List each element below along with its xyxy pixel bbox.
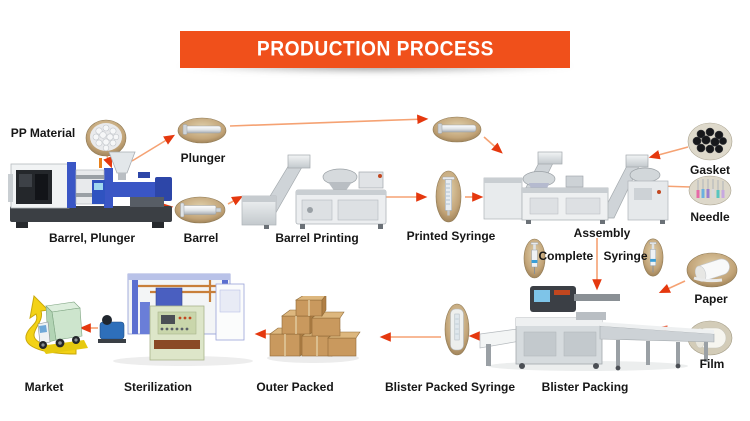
complete-syringe-oval-right bbox=[642, 236, 664, 279]
label-plunger: Plunger bbox=[180, 151, 226, 165]
outer-packed-boxes bbox=[262, 296, 364, 364]
plunger-oval-right bbox=[432, 116, 482, 143]
needle-oval bbox=[688, 175, 732, 206]
barrel-icon bbox=[174, 196, 226, 224]
blister-packed-syringe-oval bbox=[444, 303, 470, 356]
paper-oval bbox=[686, 252, 738, 288]
plunger-icon bbox=[432, 116, 482, 143]
gasket-oval bbox=[687, 122, 733, 161]
barrel-printing-machine-illustration bbox=[241, 154, 387, 229]
assembly-machine-illustration bbox=[483, 151, 669, 224]
pp-material-oval bbox=[85, 119, 127, 157]
label-sterilization: Sterilization bbox=[123, 380, 193, 394]
printed-syringe-oval bbox=[435, 170, 462, 223]
market-truck bbox=[12, 288, 92, 360]
label-complete-syringe: Complete Syringe bbox=[538, 249, 648, 263]
label-barrel-printing: Barrel Printing bbox=[275, 231, 359, 245]
barrel-printing-machine bbox=[240, 152, 390, 230]
complete-syringe-icon bbox=[642, 238, 664, 277]
label-pp-material: PP Material bbox=[10, 126, 76, 140]
plunger-oval bbox=[177, 117, 227, 144]
label-printed-syringe: Printed Syringe bbox=[406, 229, 496, 243]
injection-molding-machine-illustration bbox=[8, 151, 172, 228]
injection-molding-machine bbox=[8, 146, 178, 230]
needle-icon bbox=[688, 175, 732, 206]
plunger-icon bbox=[177, 117, 227, 144]
pp-pellets-icon bbox=[85, 119, 127, 157]
complete-syringe-oval-left bbox=[523, 238, 546, 279]
label-barrel: Barrel bbox=[183, 231, 219, 245]
label-barrel-plunger: Barrel, Plunger bbox=[48, 231, 136, 245]
blister-packing-machine-illustration bbox=[479, 286, 715, 371]
label-blister-packed-syringe: Blister Packed Syringe bbox=[384, 380, 516, 394]
label-needle: Needle bbox=[690, 210, 730, 224]
page-title: PRODUCTION PROCESS bbox=[256, 37, 494, 61]
label-gasket: Gasket bbox=[689, 163, 731, 177]
blister-packed-syringe-icon bbox=[444, 303, 470, 356]
complete-syringe-icon bbox=[523, 238, 546, 279]
paper-roll-icon bbox=[686, 252, 738, 288]
market-truck-icon bbox=[25, 294, 88, 355]
sterilization-machine bbox=[98, 262, 260, 368]
label-film: Film bbox=[699, 357, 725, 371]
label-market: Market bbox=[24, 380, 64, 394]
gasket-icon bbox=[687, 122, 733, 161]
blister-packing-machine bbox=[478, 282, 718, 372]
label-assembly: Assembly bbox=[573, 226, 631, 240]
carton-boxes-icon bbox=[267, 296, 361, 363]
sterilization-machine-illustration bbox=[98, 273, 253, 366]
printed-syringe-icon bbox=[435, 170, 462, 223]
title-banner: PRODUCTION PROCESS bbox=[180, 31, 570, 68]
arrow-plunger-to-assembly bbox=[229, 114, 429, 127]
label-outer-packed: Outer Packed bbox=[256, 380, 334, 394]
assembly-machine bbox=[482, 148, 672, 225]
label-paper: Paper bbox=[694, 292, 728, 306]
barrel-oval bbox=[174, 196, 226, 224]
label-blister-packing: Blister Packing bbox=[541, 380, 629, 394]
